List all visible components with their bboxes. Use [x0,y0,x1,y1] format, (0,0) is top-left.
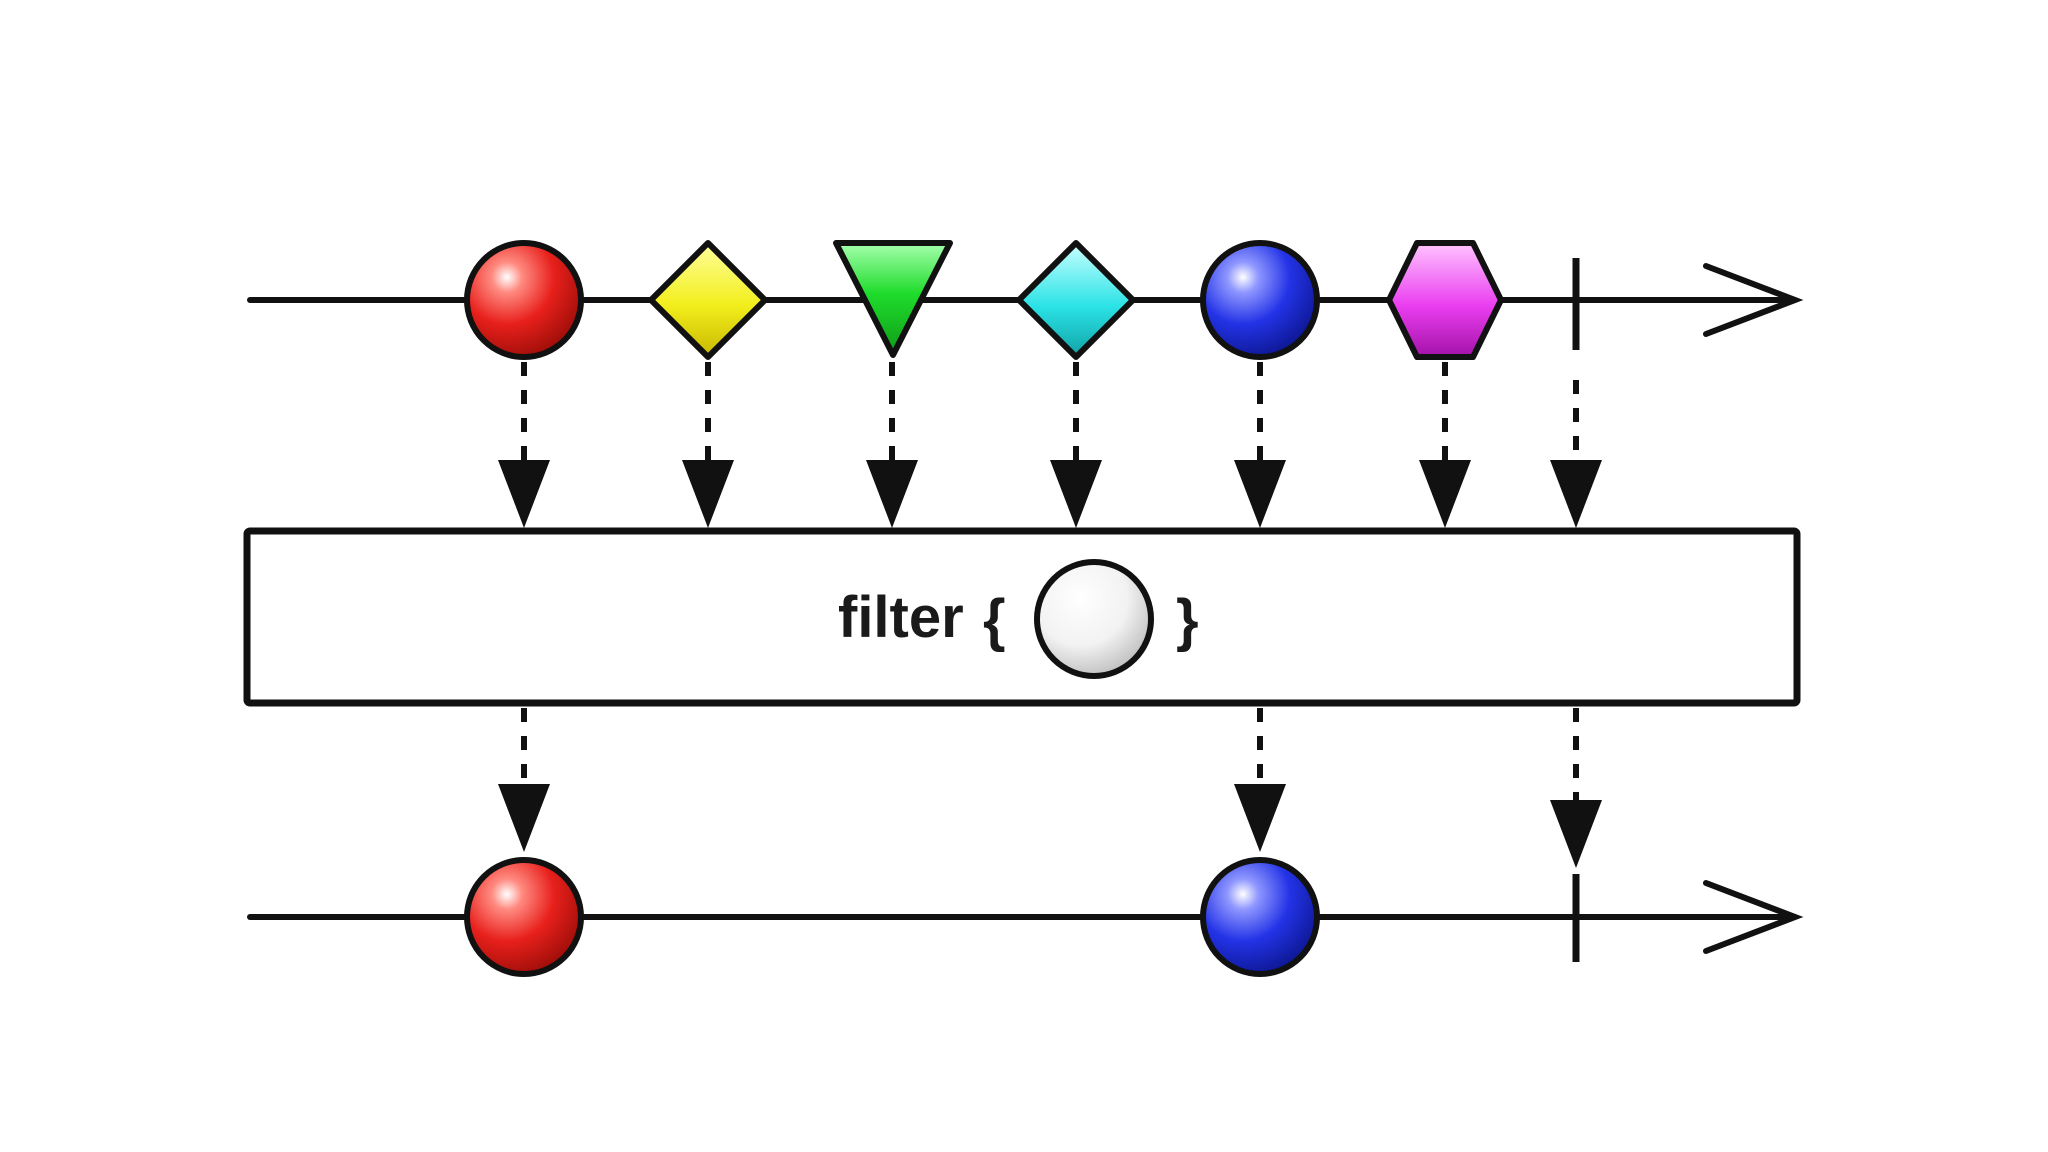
operator-box-rect [243,527,1801,707]
output-timeline [247,857,1804,977]
input-timeline-arrowhead [1703,263,1804,337]
input-marble-magenta-hexagon [1386,240,1504,360]
predicate-marble [1034,559,1154,679]
input-marbles [464,240,1504,360]
output-marble-red-circle [464,857,584,977]
input-marble-cyan-diamond [1016,240,1136,360]
pass-arrow-complete [1550,708,1602,868]
output-timeline-arrowhead [1703,880,1804,954]
pass-arrow-red [498,708,550,852]
input-marble-yellow-diamond [648,240,768,360]
emit-arrow-6 [1419,362,1471,528]
emit-arrow-complete [1550,380,1602,528]
input-marble-red-circle [464,240,584,360]
emit-arrow-5 [1234,362,1286,528]
operator-to-output-arrows [498,708,1602,868]
output-marble-blue-circle [1200,857,1320,977]
input-to-operator-arrows [498,362,1602,528]
input-marble-green-triangle [833,240,953,358]
emit-arrow-1 [498,362,550,528]
emit-arrow-2 [682,362,734,528]
filter-operator-box: filter { } [243,527,1801,707]
emit-arrow-3 [866,362,918,528]
operator-keyword: filter [838,585,964,650]
pass-arrow-blue [1234,708,1286,852]
input-marble-blue-circle [1200,240,1320,360]
operator-open-brace: { [983,588,1006,653]
emit-arrow-4 [1050,362,1102,528]
operator-close-brace: } [1176,588,1199,653]
